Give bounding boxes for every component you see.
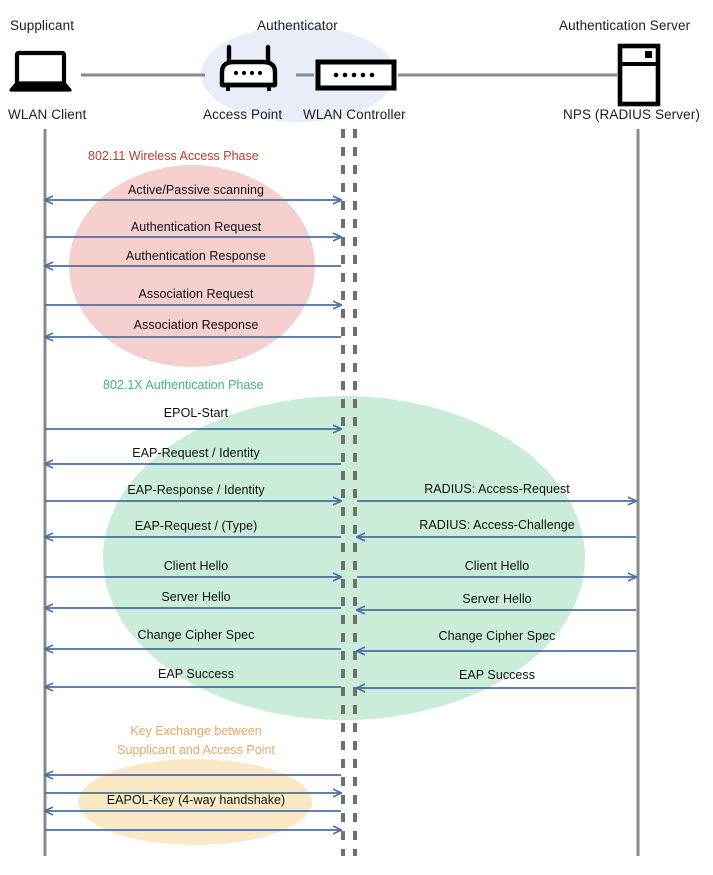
msg-eap-success-left: EAP Success [157,667,235,681]
msg-radius-access-request: RADIUS: Access-Request [424,482,570,496]
msg-eapol-key-4way: EAPOL-Key (4-way handshake) [106,793,286,807]
msg-eap-request-type: EAP-Request / (Type) [134,519,258,533]
msg-authentication-response: Authentication Response [125,249,267,263]
actor-role-supplicant: Supplicant [10,18,75,33]
msg-server-hello-right: Server Hello [462,592,532,606]
ellipse-key-exchange-phase [78,759,312,845]
message-arrows [45,200,636,830]
phase-label-8021x: 802.1X Authentication Phase [103,378,264,392]
actor-device-wlan-controller: WLAN Controller [303,107,406,122]
actor-role-authentication-server: Authentication Server [559,18,691,33]
msg-change-cipher-spec-left: Change Cipher Spec [137,628,255,642]
laptop-icon [9,50,72,92]
server-icon [617,43,661,107]
msg-association-request: Association Request [138,287,254,301]
phase-label-key-exchange: Key Exchange between Supplicant and Acce… [96,722,296,760]
actor-device-access-point: Access Point [203,107,283,122]
msg-radius-access-challenge: RADIUS: Access-Challenge [419,518,575,532]
msg-client-hello-right: Client Hello [464,559,530,573]
msg-eap-request-identity: EAP-Request / Identity [132,446,260,460]
access-point-icon [219,44,278,91]
msg-client-hello-left: Client Hello [163,559,229,573]
msg-change-cipher-spec-right: Change Cipher Spec [438,629,556,643]
phase-label-key-exchange-line2: Supplicant and Access Point [117,743,275,757]
msg-eap-success-right: EAP Success [458,668,536,682]
phase-ellipses [69,26,585,845]
msg-association-response: Association Response [133,318,259,332]
msg-active-passive-scanning: Active/Passive scanning [128,183,264,197]
phase-label-key-exchange-line1: Key Exchange between [130,724,262,738]
ellipse-8021x-phase [103,396,585,720]
msg-authentication-request: Authentication Request [130,220,262,234]
lifelines [43,129,640,856]
msg-epol-start: EPOL-Start [163,406,229,420]
actor-role-authenticator: Authenticator [257,18,338,33]
device-icons [9,43,661,107]
msg-server-hello-left: Server Hello [161,590,231,604]
actor-device-wlan-client: WLAN Client [8,107,87,122]
actor-device-nps: NPS (RADIUS Server) [563,107,700,122]
wlan-controller-icon [315,59,397,91]
msg-eap-response-identity: EAP-Response / Identity [127,483,265,497]
phase-label-80211: 802.11 Wireless Access Phase [88,149,259,163]
